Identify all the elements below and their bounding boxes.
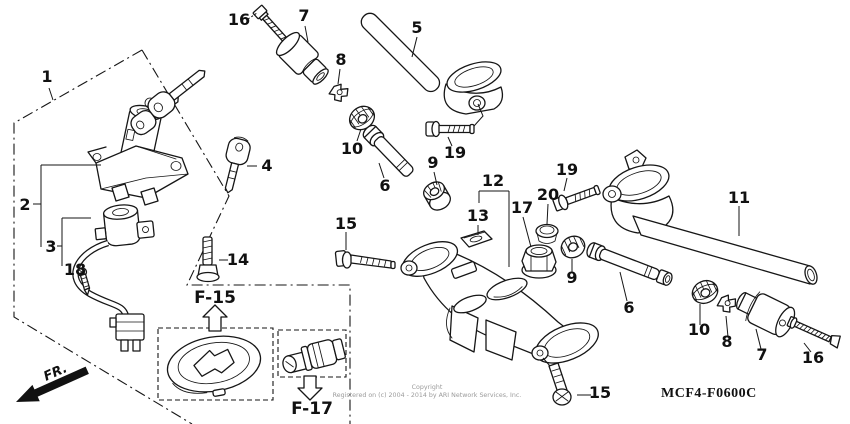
key-4-drawing [224,136,251,194]
callout-5[interactable]: 5 [411,18,422,37]
callout-8-right[interactable]: 8 [721,332,732,351]
callout-8-left[interactable]: 8 [335,50,346,69]
washer-9-right-drawing [560,235,586,259]
callout-13[interactable]: 13 [467,206,489,225]
bolt-16-right-drawing [786,316,841,349]
callout-10-left[interactable]: 10 [341,139,363,158]
tube-6-left-drawing [362,124,414,177]
bolt-14-drawing [196,236,220,283]
handle-pipe-11-drawing [552,149,818,285]
ref-box-fuel-cap [157,327,274,401]
left-grip-parts [252,4,451,211]
callout-12[interactable]: 12 [482,171,504,190]
callout-7-right[interactable]: 7 [756,345,767,364]
callout-15-left[interactable]: 15 [335,214,357,233]
grip-weight-7-left-drawing [275,31,329,85]
callout-19-right[interactable]: 19 [556,160,578,179]
callout-4[interactable]: 4 [261,156,272,175]
callout-19-left[interactable]: 19 [444,143,466,162]
callout-7-left[interactable]: 7 [298,6,309,25]
tube-6-right-drawing [586,242,673,286]
right-grip-parts [586,242,841,349]
washer-10-right-drawing [691,279,719,305]
callout-6-right[interactable]: 6 [623,298,634,317]
nut-9-left-drawing [423,181,451,211]
ignition-switch-drawing [72,69,251,352]
callout-2[interactable]: 2 [19,195,30,214]
copyright-line-1: Copyright [412,384,443,391]
stem-nut-17-drawing [521,244,557,279]
diagram-code: MCF4-F0600C [661,386,757,401]
callout-14[interactable]: 14 [227,250,249,269]
ref-link-f15[interactable]: F-15 [194,288,236,308]
callout-15-bottom[interactable]: 15 [589,383,611,402]
fr-arrow [16,366,89,402]
leader-lines [33,12,812,396]
plate-13-drawing [460,230,493,248]
ref-box-seat-lock [277,329,347,378]
callout-9-left[interactable]: 9 [427,153,438,172]
handle-pipe-5-drawing [360,12,504,138]
callout-10-right[interactable]: 10 [688,320,710,339]
callout-16-left[interactable]: 16 [228,10,250,29]
callout-3[interactable]: 3 [45,237,56,256]
phantom-boundary [13,49,351,424]
callout-1[interactable]: 1 [41,67,52,86]
ref-link-f17[interactable]: F-17 [291,399,333,419]
bolt-15-bottom-drawing [542,357,572,406]
callout-16-right[interactable]: 16 [802,348,824,367]
grip-weight-7-right-drawing [736,291,796,338]
callout-20[interactable]: 20 [537,185,559,204]
clip-8-right-drawing [716,294,737,313]
callout-11[interactable]: 11 [728,188,750,207]
callout-6-left[interactable]: 6 [379,176,390,195]
callout-9-right[interactable]: 9 [566,268,577,287]
arrow-up-f15 [202,304,228,332]
bolt-16-left-drawing [252,4,288,42]
top-bridge-drawing [400,241,599,364]
bolt-19-left-drawing [425,120,475,138]
callout-18[interactable]: 18 [64,260,86,279]
cap-20-drawing [535,223,559,244]
bolt-19-right-drawing [552,184,601,212]
bridge-small-parts [460,223,586,279]
screw-18-drawing [76,267,91,296]
arrow-down-f17 [297,375,323,401]
clip-8-left-drawing [328,83,349,102]
callout-17[interactable]: 17 [511,198,533,217]
copyright-line-2: Registered on (c) 2004 - 2014 by ARI Net… [333,392,522,399]
bolt-15-left-drawing [334,250,396,270]
